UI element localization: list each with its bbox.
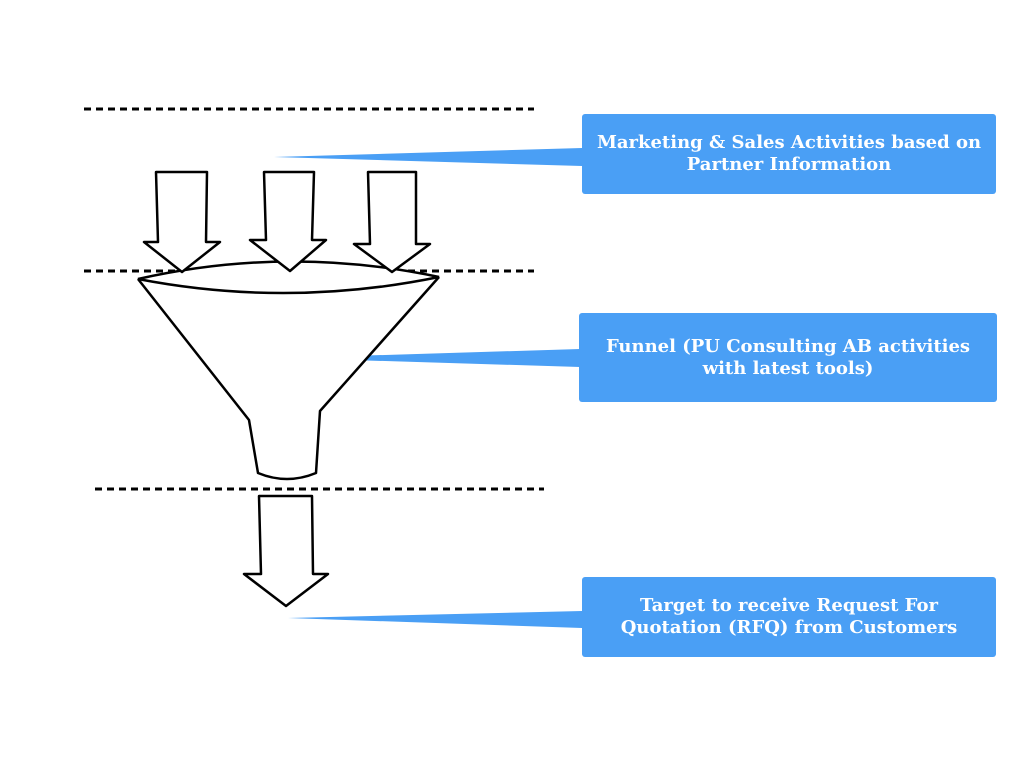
output-arrow	[242, 494, 330, 608]
callout-pointer-2	[285, 349, 580, 367]
callout-pointer-3	[288, 611, 582, 628]
callout-pointer-1	[274, 148, 582, 166]
funnel-body	[137, 276, 440, 481]
callout-funnel-line-1: Funnel (PU Consulting AB activities	[605, 335, 971, 357]
callout-funnel-line-2: with latest tools)	[702, 357, 874, 379]
callout-marketing-sales-line-1: Marketing & Sales Activities based on	[596, 132, 982, 153]
callout-marketing-sales-line-2: Partner Information	[686, 154, 892, 175]
callout-marketing-sales: Marketing & Sales Activities based on Pa…	[582, 114, 996, 194]
funnel-rim	[137, 260, 440, 295]
input-arrow-left	[142, 170, 222, 274]
callout-target-rfq-line-1: Target to receive Request For	[640, 595, 938, 616]
callout-target-rfq-line-2: Quotation (RFQ) from Customers	[620, 617, 958, 638]
input-arrow-center	[248, 170, 328, 273]
callout-funnel: Funnel (PU Consulting AB activities with…	[579, 313, 997, 402]
input-arrow-right	[352, 170, 432, 274]
callout-target-rfq: Target to receive Request For Quotation …	[582, 577, 996, 657]
